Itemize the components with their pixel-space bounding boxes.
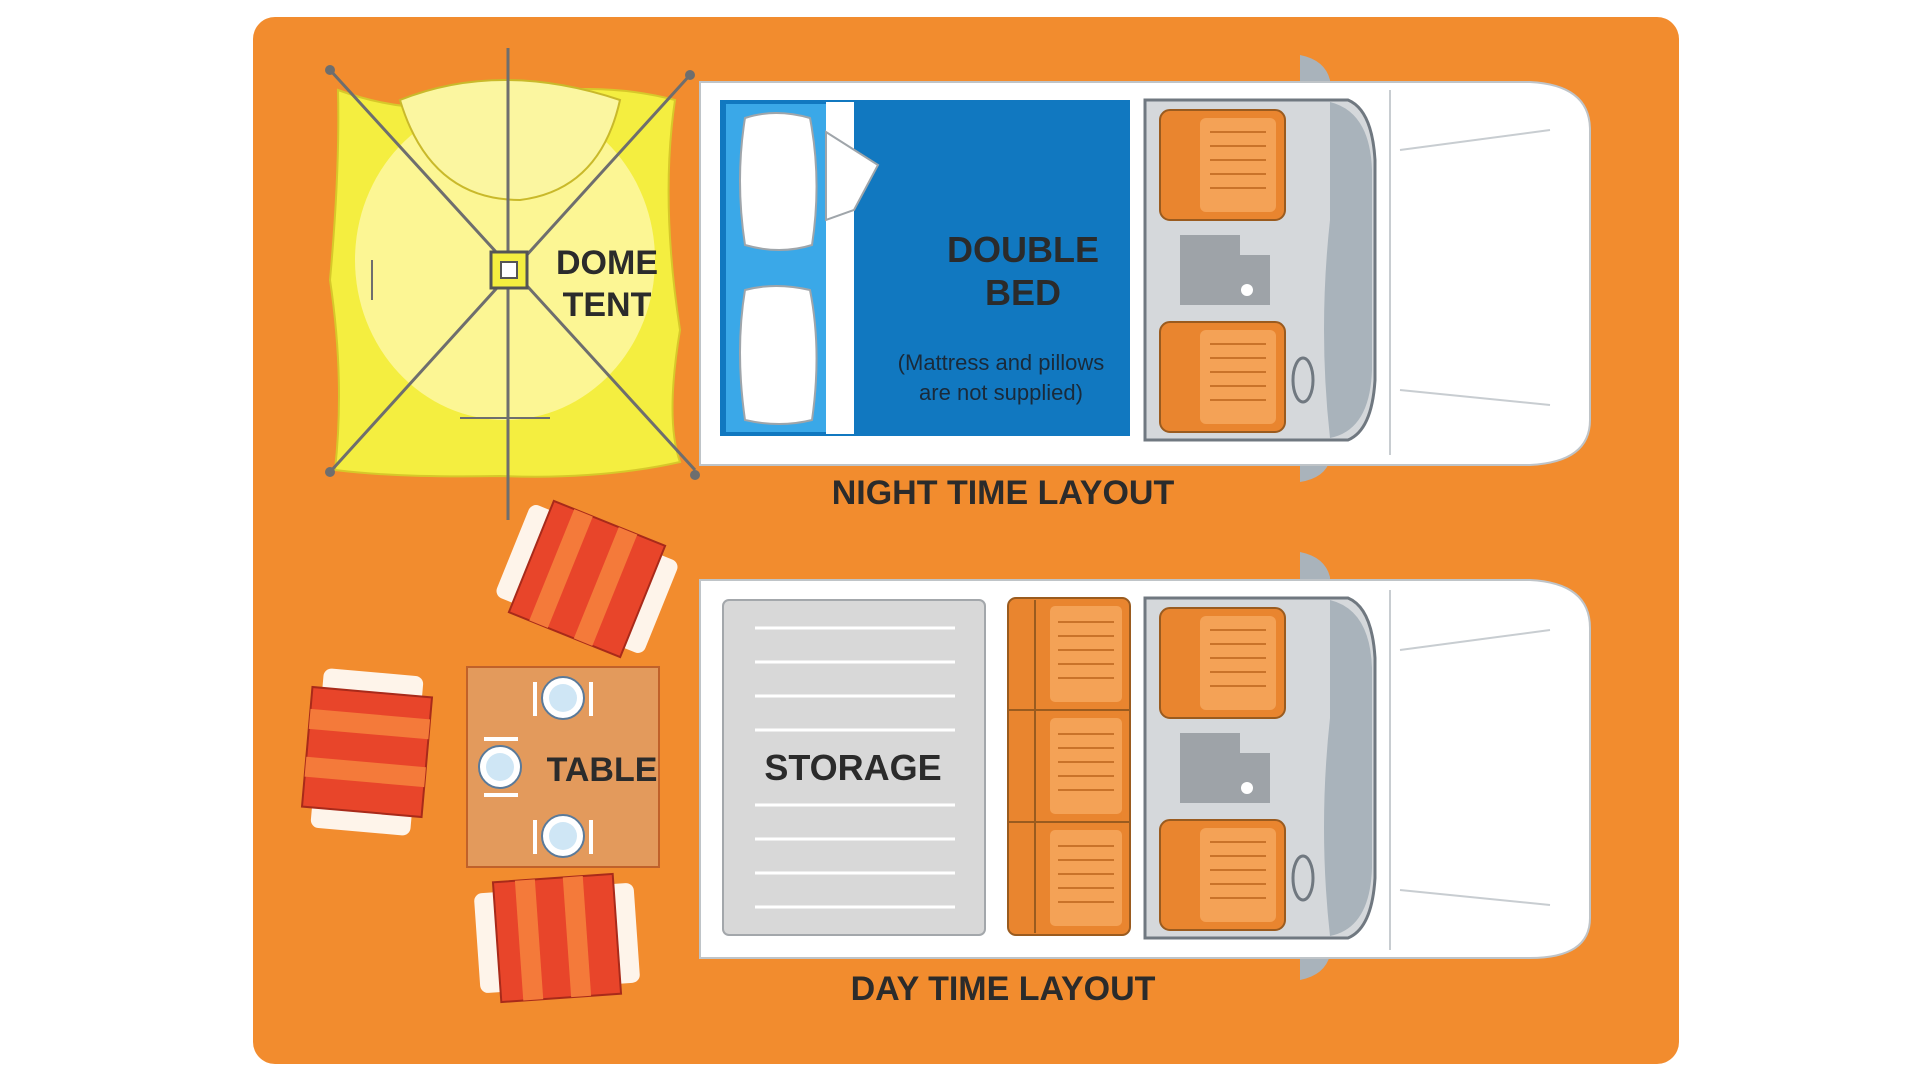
dome-tent: DOME TENT	[325, 48, 700, 520]
day-van: STORAGE	[699, 552, 1591, 1008]
night-caption: NIGHT TIME LAYOUT	[832, 474, 1175, 512]
chair-bottom	[474, 872, 640, 1004]
chair-left	[300, 668, 434, 836]
tent-label-line1: DOME	[556, 244, 658, 282]
bed-note-line1: (Mattress and pillows	[898, 350, 1105, 375]
day-front-seat-top	[1159, 607, 1286, 719]
pillow-bottom	[739, 285, 818, 425]
plate-bottom	[533, 814, 593, 858]
bed-label-line1: DOUBLE	[947, 229, 1099, 270]
day-caption: DAY TIME LAYOUT	[851, 970, 1156, 1008]
storage-area	[722, 599, 986, 936]
day-front-seat-bottom	[1159, 819, 1286, 931]
tent-label-line2: TENT	[563, 286, 652, 324]
table-label: TABLE	[547, 751, 658, 789]
outdoor-table: TABLE	[466, 666, 660, 868]
storage-label: STORAGE	[764, 747, 941, 788]
plate-left	[478, 737, 522, 797]
chair-top	[496, 499, 678, 659]
steering-wheel	[1291, 356, 1315, 404]
pillow-top	[739, 112, 818, 251]
plate-top	[533, 676, 593, 720]
bed-note-line2: are not supplied)	[919, 380, 1083, 405]
day-steering-wheel	[1291, 854, 1315, 902]
rear-bench	[1007, 597, 1131, 936]
front-seat-bottom	[1159, 321, 1286, 433]
bed-label-line2: BED	[985, 272, 1061, 313]
night-van: DOUBLE BED (Mattress and pillows are not…	[699, 55, 1591, 512]
front-seat-top	[1159, 109, 1286, 221]
